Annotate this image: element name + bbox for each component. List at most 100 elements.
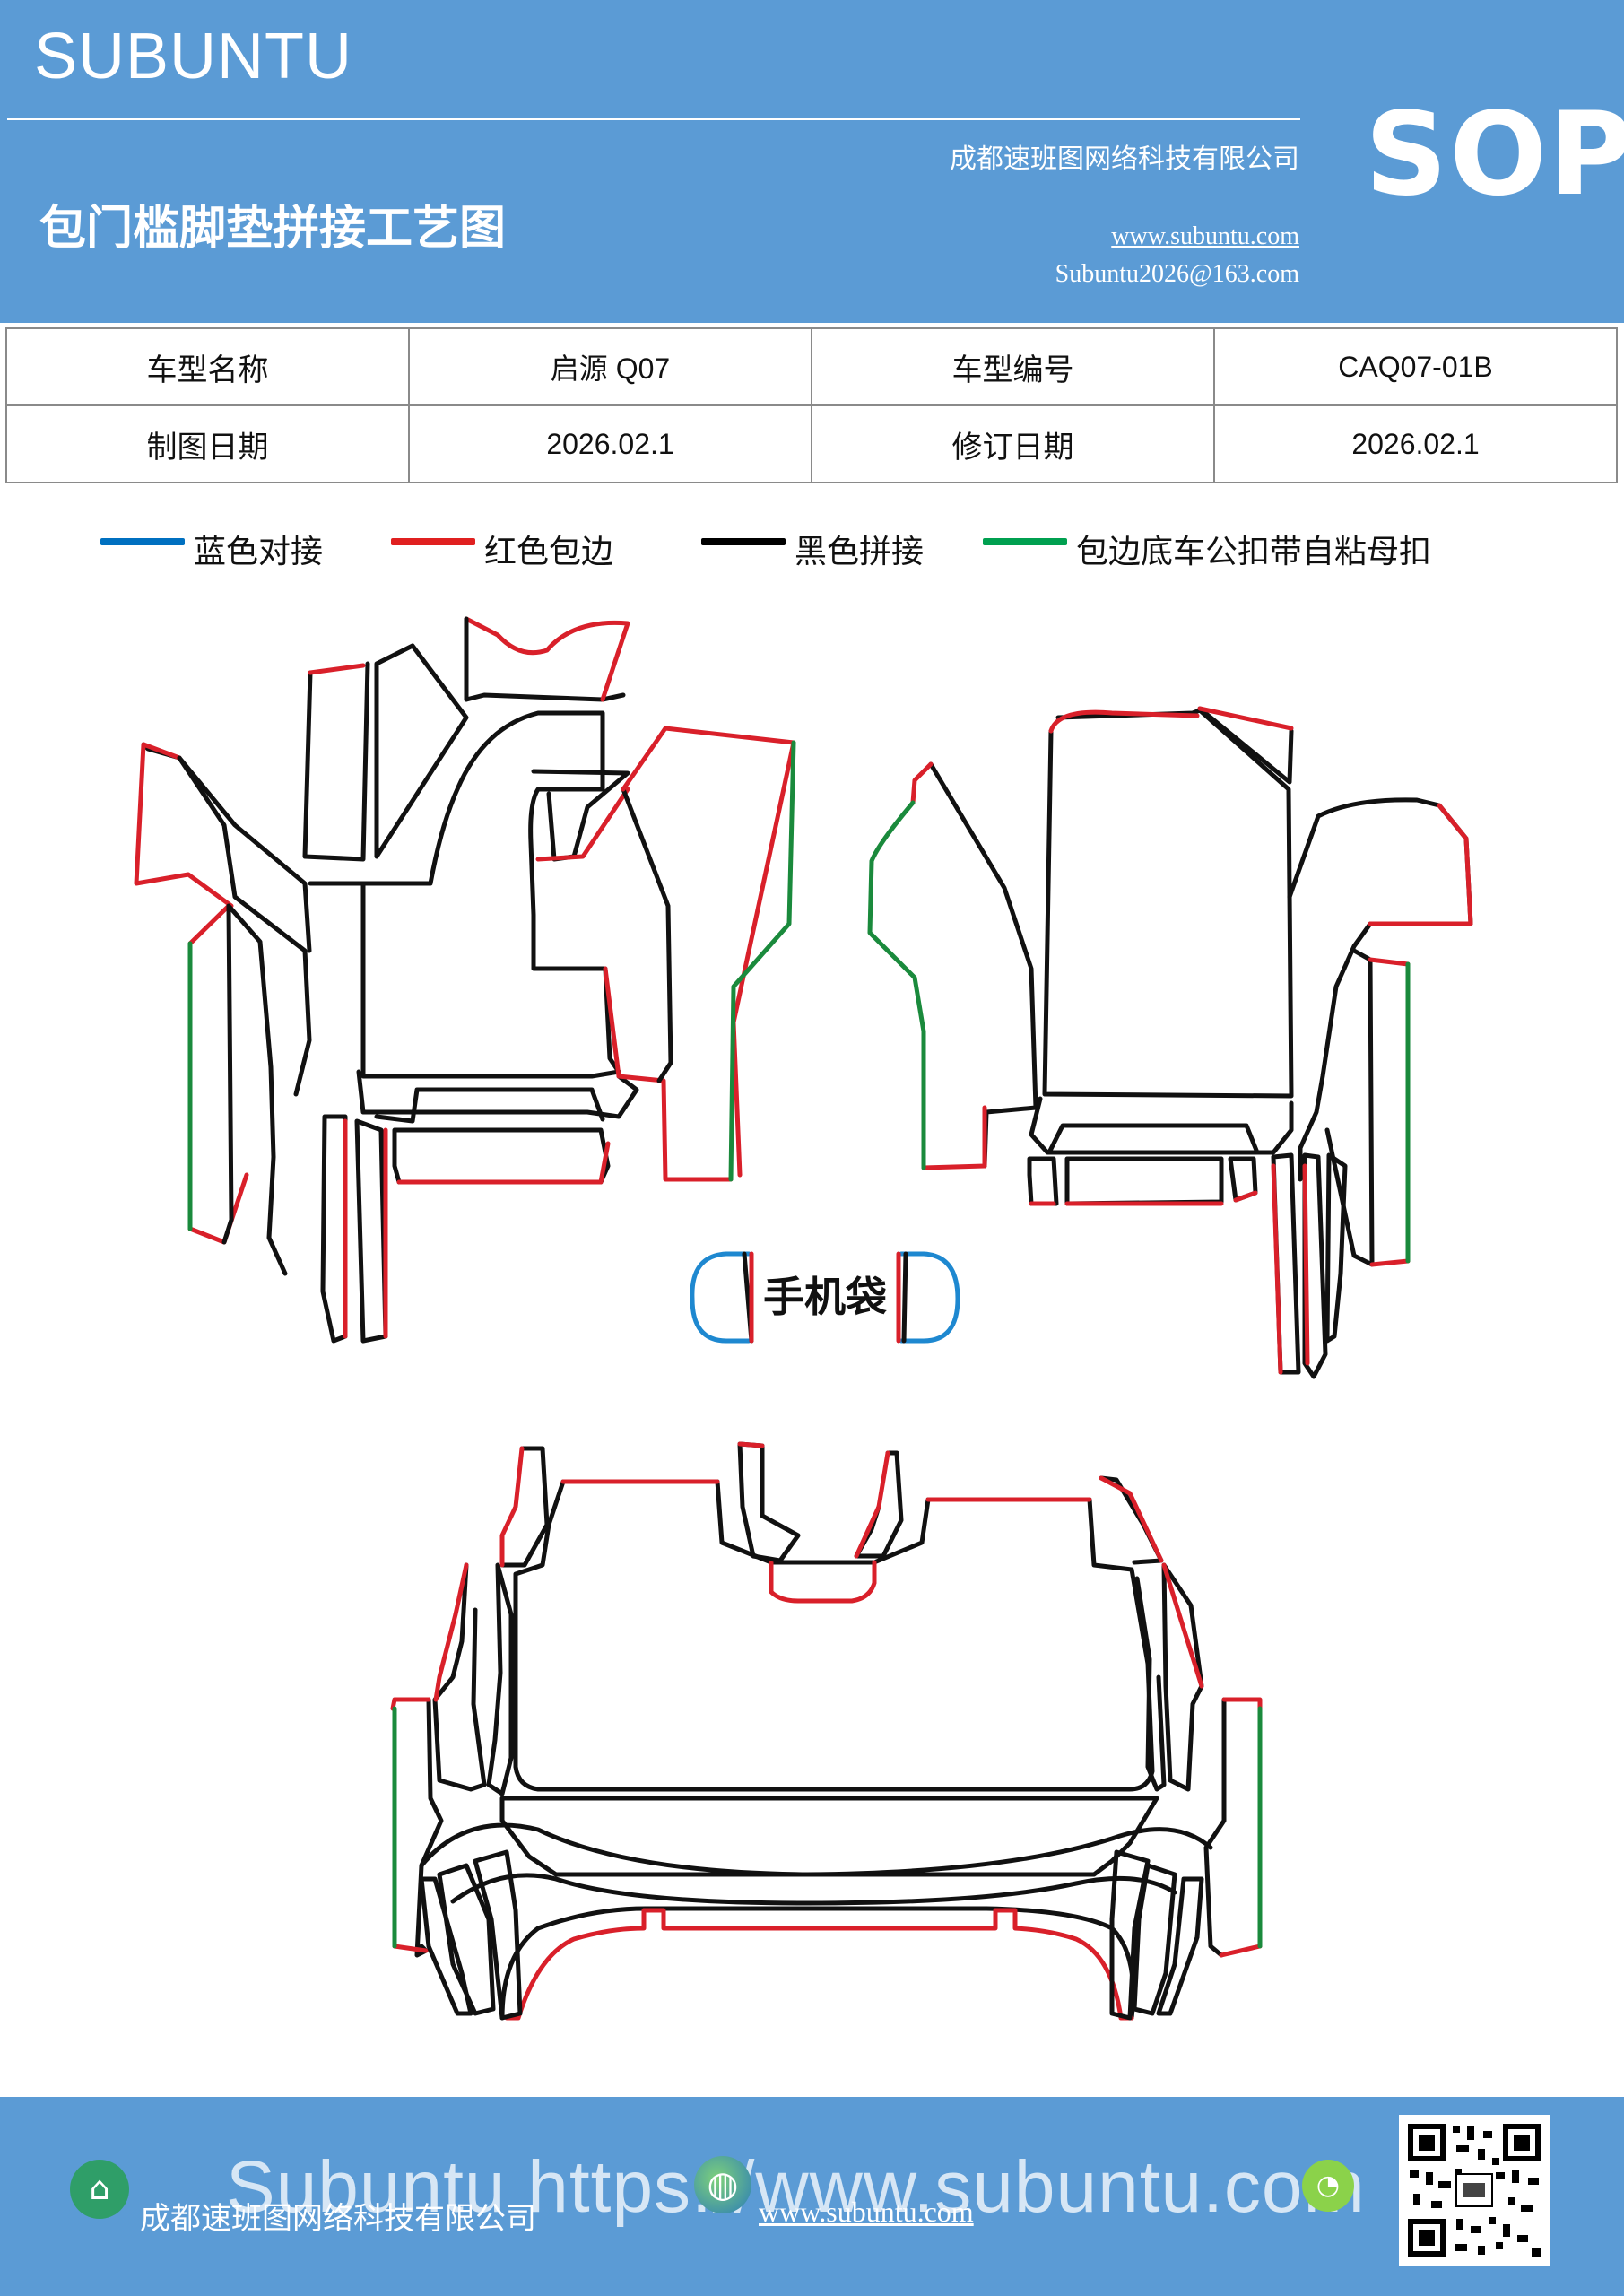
driver-inset-bracket — [531, 769, 630, 862]
passenger-footrest-mid — [1064, 1156, 1224, 1206]
passenger-footrest-left — [1027, 1156, 1059, 1206]
rear-bottom-red — [504, 1908, 1134, 2021]
rear-hook-right-red — [1099, 1475, 1164, 1563]
rear-bottom-edge — [499, 1906, 1136, 2021]
driver-top-clip-red — [464, 616, 630, 702]
rear-right-wheel-red — [1161, 1562, 1204, 1689]
wechat-icon: ◔ — [1302, 2160, 1354, 2212]
left-sill-inner — [221, 903, 234, 1245]
rear-center-notch — [769, 1560, 877, 1604]
sop-badge: SOP — [1365, 88, 1624, 222]
rear-hook-center-left-red — [737, 1441, 765, 1448]
rear-lower-band — [499, 1796, 1159, 1877]
passenger-corner — [1197, 706, 1294, 785]
table-row: 车型名称 启源 Q07 车型编号 CAQ07-01B — [5, 327, 1618, 406]
house-icon: ⌂ — [70, 2160, 129, 2219]
drawing-date-label: 制图日期 — [5, 404, 410, 483]
black-line-swatch — [701, 538, 786, 545]
revision-date-value: 2026.02.1 — [1213, 404, 1618, 483]
rear-far-right-piece — [1203, 1697, 1227, 1958]
globe-icon: ◍ — [694, 2156, 751, 2213]
driver-right-piece-green — [728, 740, 796, 1182]
drawing-date-value: 2026.02.1 — [408, 404, 812, 483]
rear-right-wheel-strip — [1161, 1562, 1204, 1792]
revision-date-label: 修订日期 — [811, 404, 1215, 483]
passenger-bottom-tab — [1046, 1123, 1260, 1155]
phone-pocket-group — [690, 1251, 960, 1344]
footer-website-link[interactable]: www.subuntu.com — [759, 2196, 974, 2228]
passenger-mat-group — [867, 706, 1473, 1379]
rear-far-right-red — [1219, 1697, 1263, 1958]
rear-right-fan-3 — [1156, 1876, 1204, 2016]
table-row: 制图日期 2026.02.1 修订日期 2026.02.1 — [5, 404, 1618, 483]
driver-door-strip-1 — [320, 1114, 348, 1344]
legend-label: 红色包边 — [484, 534, 614, 570]
passenger-sill — [1324, 948, 1375, 1267]
rear-right-fan-1 — [1132, 1863, 1177, 2016]
passenger-right-red — [1368, 803, 1473, 926]
left-sill-strip — [226, 903, 288, 1276]
driver-inset-red — [535, 787, 630, 862]
passenger-main-red — [1048, 709, 1200, 734]
passenger-main-piece — [1042, 708, 1294, 1099]
passenger-left-green — [867, 800, 926, 1170]
passenger-sill-red — [1368, 957, 1411, 1267]
rear-hook-left — [499, 1446, 550, 1568]
rear-right-inner-strip — [1134, 1576, 1167, 1792]
model-name-value: 启源 Q07 — [408, 327, 812, 406]
driver-slant-piece — [374, 643, 469, 859]
model-name-label: 车型名称 — [5, 327, 410, 406]
driver-mat-bottom-red — [603, 966, 734, 1182]
driver-main-piece — [308, 710, 621, 1079]
qr-code[interactable] — [1399, 2115, 1550, 2266]
rear-lower-curve-inner — [450, 1873, 1177, 1906]
driver-door-strip-2 — [354, 1118, 388, 1344]
rear-right-fan-2 — [1109, 1849, 1151, 2021]
phone-pocket-label: 手机袋 — [763, 1273, 887, 1321]
rear-main-panel — [513, 1479, 1155, 1792]
vehicle-info-table: 车型名称 启源 Q07 车型编号 CAQ07-01B 制图日期 2026.02.… — [5, 327, 1618, 483]
rear-left-wheel-red — [433, 1562, 469, 1702]
rear-hook-left-red — [499, 1446, 525, 1568]
header-divider — [7, 118, 1300, 120]
legend-label: 包边底车公扣带自粘母扣 — [1076, 534, 1432, 570]
qr-code-graphic — [1403, 2118, 1546, 2262]
website-link[interactable]: www.subuntu.com — [1111, 222, 1299, 250]
company-name: 成都速班图网络科技有限公司 — [950, 144, 1299, 175]
rear-mat-group — [390, 1441, 1263, 2021]
legend-label: 黑色拼接 — [795, 534, 925, 570]
rear-left-wheel-strip — [432, 1562, 487, 1792]
driver-mat-lower-tab — [374, 1087, 605, 1124]
pocket-left-blue — [690, 1251, 751, 1344]
pocket-right-black — [901, 1251, 908, 1344]
header-banner: SUBUNTU 包门槛脚垫拼接工艺图 成都速班图网络科技有限公司 www.sub… — [0, 0, 1624, 323]
passenger-left-piece — [928, 761, 1038, 1169]
driver-left-pillar — [302, 661, 370, 862]
passenger-door-strip-3 — [1324, 1152, 1348, 1344]
footer-banner: ⌂ 成都速班图网络科技有限公司 Subuntu https://www.subu… — [0, 2097, 1624, 2296]
driver-door-strip-red — [343, 1118, 388, 1339]
left-outer-piece — [141, 742, 312, 1097]
document-title: 包门槛脚垫拼接工艺图 — [39, 202, 507, 256]
left-sill-red — [187, 903, 249, 1245]
passenger-bottom — [1029, 1096, 1294, 1155]
footer-watermark: Subuntu https://www.subuntu.com — [226, 2146, 1366, 2228]
rear-left-fan-2 — [473, 1849, 523, 2021]
rear-hook-center-left — [737, 1441, 801, 1563]
model-code-value: CAQ07-01B — [1213, 327, 1618, 406]
left-outer-top — [177, 755, 312, 953]
green-line-swatch — [983, 538, 1067, 545]
legend-label: 蓝色对接 — [194, 534, 324, 570]
driver-top-clip — [464, 692, 626, 702]
email-address: Subuntu2026@163.com — [1055, 260, 1299, 288]
left-outer-red-edge — [134, 742, 234, 909]
rear-hook-right — [1099, 1475, 1164, 1565]
driver-heel-pad-red — [396, 1141, 611, 1185]
passenger-corner-red — [1197, 706, 1294, 731]
driver-left-pillar-red — [308, 663, 366, 675]
driver-right-piece-red — [621, 726, 796, 1178]
model-code-label: 车型编号 — [811, 327, 1215, 406]
passenger-footrest-red — [1029, 1190, 1258, 1206]
rear-hook-center-right-red — [854, 1450, 890, 1559]
rear-left-fan-1 — [437, 1863, 496, 2016]
